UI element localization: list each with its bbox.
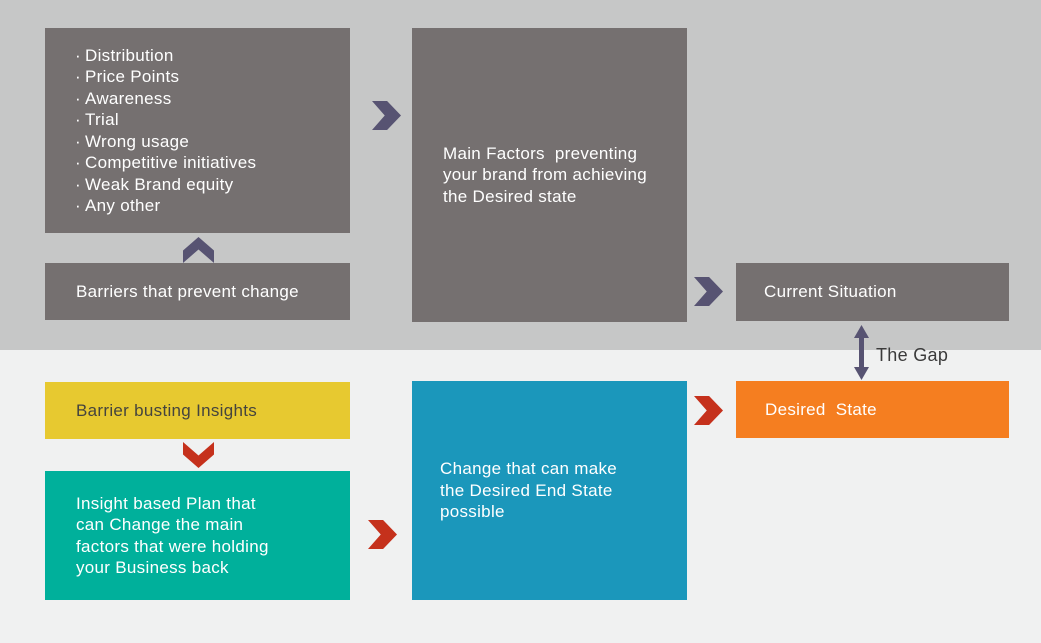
barrier-list-item: ·Wrong usage [75,131,256,153]
bullet-dot-icon: · [75,67,81,86]
change-box: Change that can make the Desired End Sta… [412,381,687,600]
barrier-list-item-label: Trial [85,110,119,129]
barrier-list-item: ·Any other [75,195,256,217]
bullet-dot-icon: · [75,88,81,108]
desired-state-box: Desired State [736,381,1009,438]
main-factors-label: Main Factors preventing your brand from … [443,143,648,206]
barrier-list-item-label: Competitive initiatives [85,153,257,172]
barrier-list-item: ·Distribution [75,45,256,67]
barrier-list-item: ·Competitive initiatives [75,152,256,174]
bullet-dot-icon: · [75,110,81,129]
insight-plan-box: Insight based Plan that can Change the m… [45,471,350,600]
gap-double-arrow-icon [854,325,869,380]
insight-plan-label: Insight based Plan that can Change the m… [76,493,269,578]
barrier-factors-list: ·Distribution·Price Points·Awareness·Tri… [75,45,256,217]
insights-label: Barrier busting Insights [76,400,258,420]
main-factors-box: Main Factors preventing your brand from … [412,28,687,322]
current-situation-label: Current Situation [764,282,897,302]
barriers-label: Barriers that prevent change [76,281,299,301]
bullet-dot-icon: · [75,153,81,172]
desired-state-label: Desired State [765,399,877,419]
barrier-list-item-label: Wrong usage [85,131,190,151]
barrier-list-item: ·Awareness [75,88,256,110]
barrier-list-item: ·Weak Brand equity [75,174,256,196]
bullet-dot-icon: · [75,131,81,151]
barrier-list-item-label: Price Points [85,67,180,86]
gap-label: The Gap [876,345,949,365]
barrier-list-item-label: Any other [85,196,161,215]
bullet-dot-icon: · [75,196,81,215]
bullet-dot-icon: · [75,45,81,65]
insights-box: Barrier busting Insights [45,382,350,439]
bullet-dot-icon: · [75,174,81,194]
barrier-list-item: ·Trial [75,109,256,131]
barrier-list-item: ·Price Points [75,66,256,88]
barrier-factors-box: ·Distribution·Price Points·Awareness·Tri… [45,28,350,233]
barrier-list-item-label: Awareness [85,88,172,108]
change-label: Change that can make the Desired End Sta… [440,459,618,522]
barriers-box: Barriers that prevent change [45,263,350,320]
barrier-list-item-label: Weak Brand equity [85,174,234,194]
current-situation-box: Current Situation [736,263,1009,321]
barrier-list-item-label: Distribution [85,45,174,65]
